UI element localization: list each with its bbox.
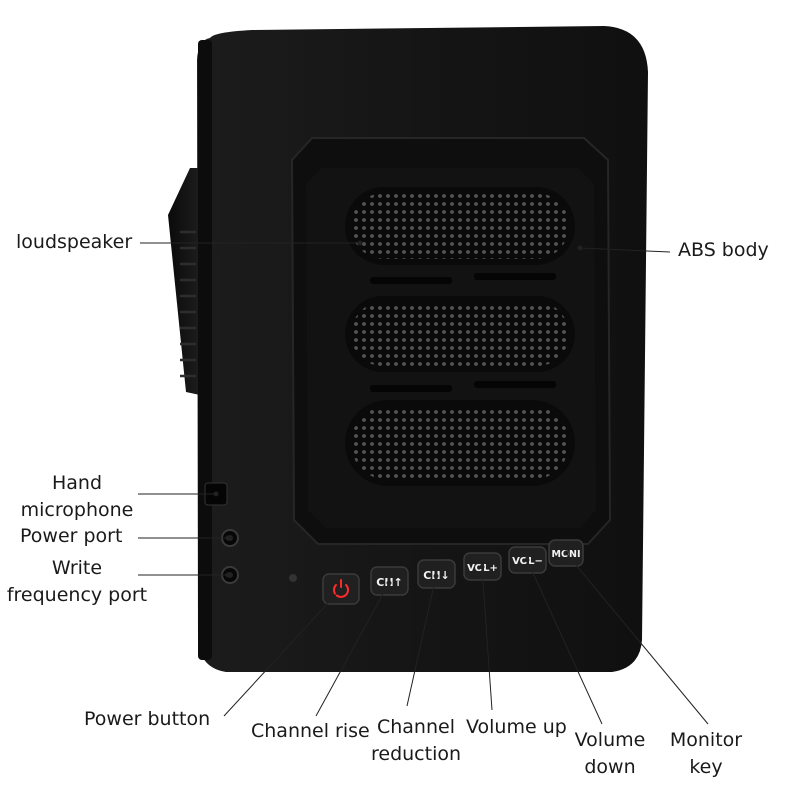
volume-up-label: Volume up — [466, 716, 567, 738]
power-button-label: Power button — [84, 708, 211, 730]
channel-rise-label: Channel rise — [251, 720, 370, 742]
channel-reduction-label: Channel reduction — [368, 714, 464, 768]
volume-down-label: Volume down — [566, 727, 654, 781]
write-frequency-port-label-line2: frequency port — [6, 584, 148, 606]
hand-microphone-label: Hand microphone — [14, 470, 140, 524]
monitor-key-label-line1: Monitor — [669, 729, 743, 751]
channel-reduction-label-line2: reduction — [370, 743, 462, 765]
channel-reduction-label-line1: Channel — [376, 716, 455, 738]
volume-down-label-line1: Volume — [574, 729, 646, 751]
monitor-key-label-line2: key — [689, 756, 723, 778]
hand-microphone-label-line2: microphone — [20, 499, 134, 521]
monitor-key-label: Monitor key — [664, 727, 748, 781]
hand-microphone-label-line1: Hand — [51, 472, 103, 494]
write-frequency-port-label: Write frequency port — [2, 555, 152, 609]
indicator-led — [289, 574, 297, 582]
callout-lines — [138, 240, 709, 725]
power-port-label: Power port — [20, 525, 123, 547]
volume-down-label-line2: down — [584, 756, 636, 778]
power-icon — [333, 579, 349, 598]
write-frequency-port-label-line1: Write — [51, 557, 103, 579]
device-side — [168, 168, 200, 395]
loudspeaker-label: loudspeaker — [16, 231, 133, 253]
abs-body-label: ABS body — [678, 239, 769, 261]
speaker-panel — [290, 137, 612, 545]
